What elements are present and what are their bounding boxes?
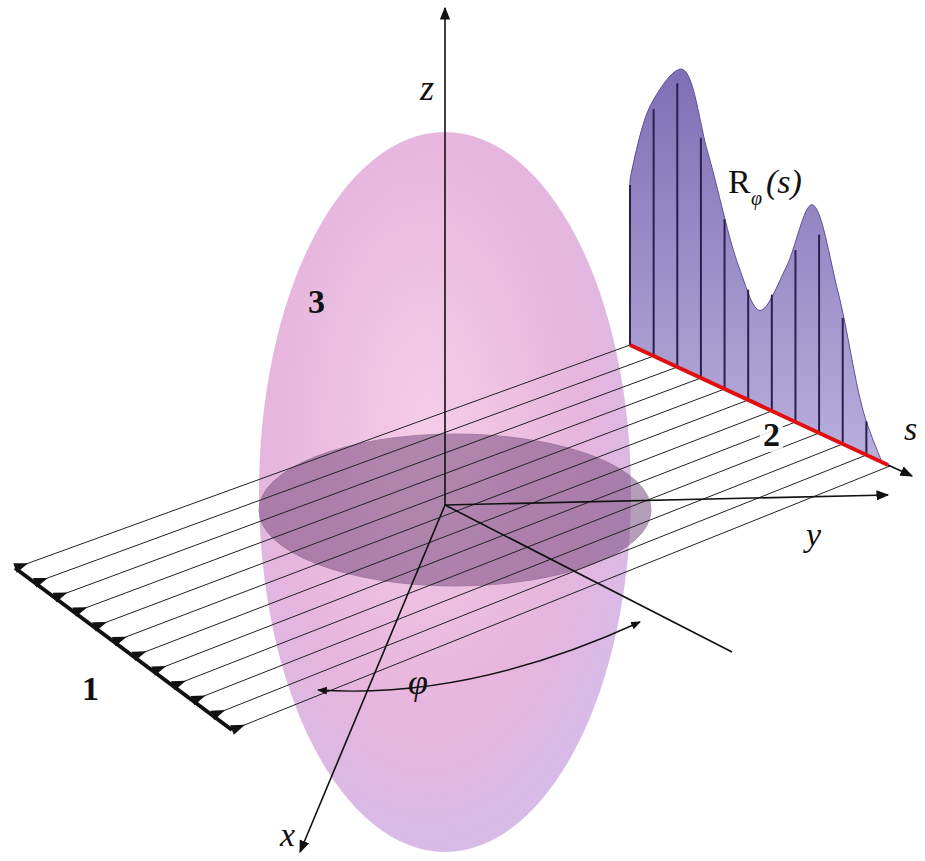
source-line: [15, 568, 232, 730]
direction-line: [445, 505, 732, 652]
projection-ray: [15, 345, 630, 568]
callout-number: 1: [82, 672, 99, 706]
axis-label: y: [806, 518, 821, 552]
projection-ray: [54, 367, 677, 597]
profile-bar: [724, 219, 726, 389]
emitter-symbol: [151, 666, 166, 676]
profile-bar: [700, 138, 702, 378]
emitter-symbol: [72, 607, 87, 617]
profile-bar: [676, 83, 678, 367]
profile-bar: [842, 318, 844, 444]
s-axis: [888, 465, 912, 476]
projection-ray: [232, 466, 890, 730]
projection-ray: [35, 356, 654, 583]
emitter-symbol: [230, 725, 245, 735]
profile-bar: [818, 235, 820, 433]
axis-label: x: [280, 818, 295, 852]
emitter-symbol: [210, 710, 225, 720]
profile-label: R: [728, 165, 751, 199]
emitter-symbol: [53, 593, 68, 603]
emitter-symbol: [171, 681, 186, 691]
profile-bar: [865, 421, 867, 455]
emitter-symbol: [92, 622, 107, 632]
profile-subscript: φ: [751, 188, 762, 208]
projection-ray: [173, 433, 819, 686]
axis-label: s: [904, 412, 917, 446]
emitter-symbol: [191, 695, 206, 705]
z-axis: [444, 8, 446, 505]
callout-number: 3: [308, 285, 325, 319]
emitter-symbol: [132, 651, 147, 661]
profile-label: (s): [766, 165, 802, 199]
profile-bar: [771, 295, 773, 411]
angle-label: φ: [408, 664, 428, 700]
projection-ray: [193, 444, 843, 701]
projection-ray: [212, 455, 866, 715]
profile-bar: [629, 185, 631, 345]
profile-bar: [794, 250, 796, 422]
y-axis: [445, 495, 888, 505]
projection-ray: [153, 422, 795, 671]
emitter-symbol: [112, 637, 127, 647]
profile-bar: [653, 109, 655, 356]
angle-arc: [318, 622, 640, 691]
x-axis: [300, 505, 445, 852]
emitter-symbol: [13, 563, 28, 572]
axis-label: z: [420, 70, 434, 106]
callout-number: 2: [760, 418, 783, 452]
detector-line: [630, 345, 888, 465]
profile-bar: [747, 290, 749, 400]
emitter-symbol: [33, 578, 48, 588]
projection-ray: [114, 400, 749, 642]
